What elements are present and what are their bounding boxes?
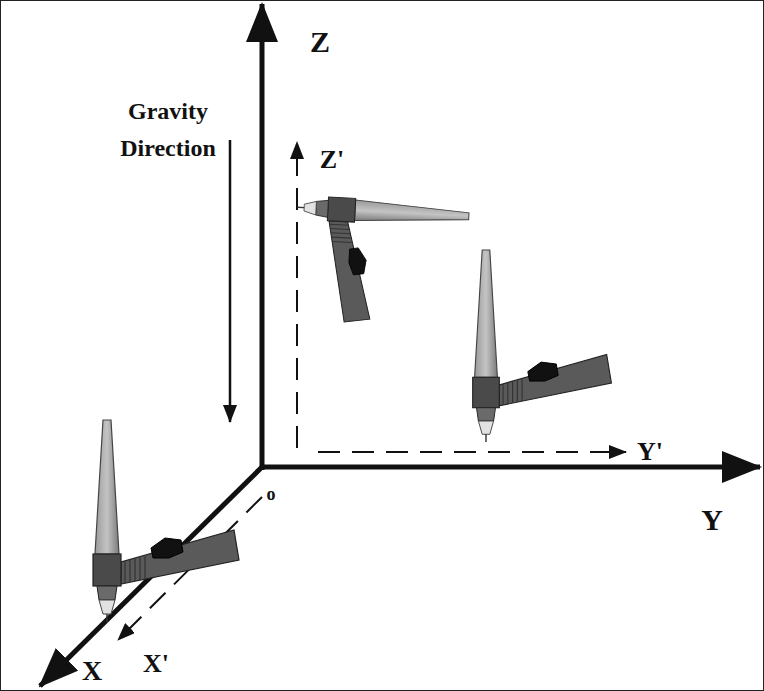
gravity-label: Gravity Direction (103, 93, 233, 167)
axis-label: Z (310, 25, 330, 59)
y-prime-axis (318, 451, 626, 453)
axis-label: Y (701, 503, 723, 537)
x-prime-axis (118, 497, 262, 640)
axis-label: X (82, 655, 102, 687)
origin-label: o (267, 484, 276, 505)
torch-group (93, 195, 611, 622)
x-axis (40, 466, 263, 686)
axis-label: X' (143, 649, 169, 679)
axis-label: Z' (320, 145, 345, 175)
z-prime-axis (296, 142, 298, 448)
torch-rotated (292, 195, 470, 328)
z-axis (260, 4, 265, 470)
torch-right (473, 250, 612, 442)
torch-lower-left (93, 420, 239, 622)
axis-label: Y' (637, 437, 663, 467)
gravity-arrow (229, 140, 232, 422)
y-axis (260, 465, 760, 470)
